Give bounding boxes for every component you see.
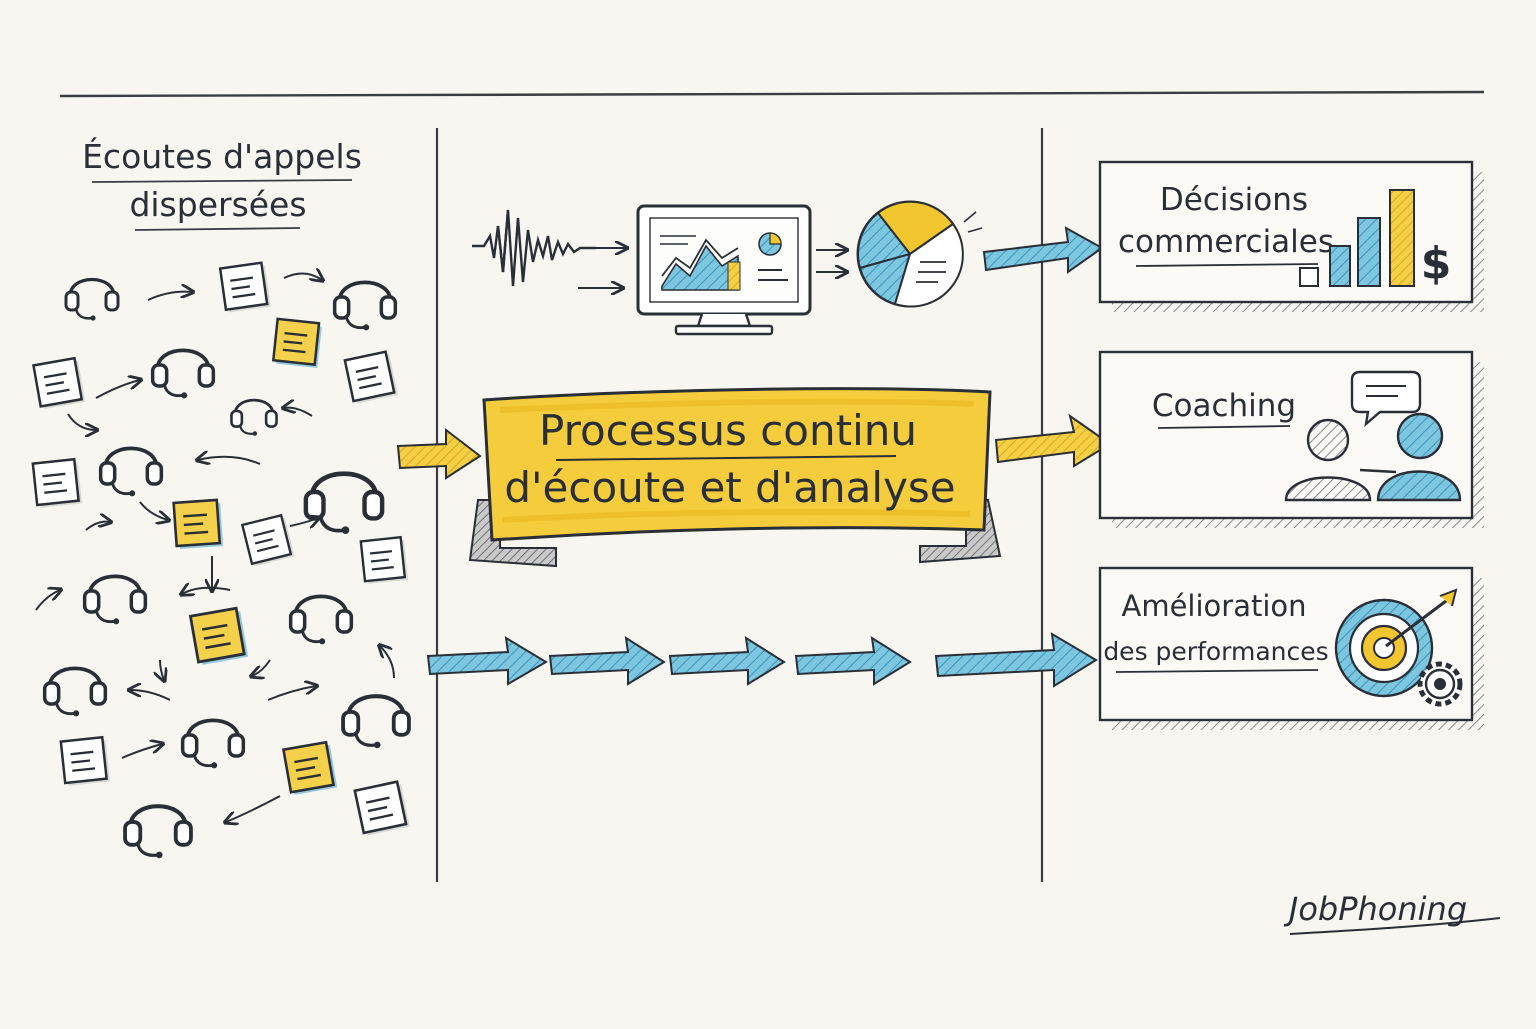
headset-icon	[64, 277, 120, 322]
headset-icon	[180, 718, 246, 770]
note-icon	[218, 261, 272, 315]
pie-chart-icon	[856, 200, 983, 308]
headset-icon	[343, 696, 409, 748]
headset-icon	[150, 348, 216, 400]
waveform-icon	[472, 209, 596, 287]
amelioration-line2: des performances	[1103, 637, 1328, 666]
bar-chart-icon	[1299, 189, 1415, 287]
gear-icon	[1417, 661, 1463, 707]
note-icon	[282, 740, 339, 797]
dollar-icon: $	[1421, 238, 1452, 289]
amelioration-line1: Amélioration	[1121, 589, 1306, 623]
coaching-label: Coaching	[1152, 388, 1296, 424]
note-icon	[31, 457, 84, 510]
process-banner: Processus continu d'écoute et d'analyse	[468, 387, 1002, 568]
headset-icon	[230, 398, 278, 437]
monitor-icon	[636, 204, 812, 336]
decisions-line1: Décisions	[1160, 182, 1308, 218]
note-icon	[188, 606, 250, 667]
target-icon	[1334, 588, 1458, 698]
headset-icon	[332, 280, 398, 332]
headset-icon	[306, 474, 382, 534]
box-amelioration: Amélioration des performances	[1098, 566, 1484, 730]
left-title-line2: dispersées	[129, 185, 306, 224]
banner-line1: Processus continu	[539, 406, 917, 455]
note-icon	[353, 779, 412, 838]
box-decisions: Décisions commerciales $	[1098, 160, 1484, 312]
note-icon	[172, 498, 225, 551]
notes-cluster	[31, 261, 412, 838]
headset-icon	[288, 594, 354, 646]
brand-logo: JobPhoning	[1283, 890, 1467, 928]
top-rule	[59, 90, 1485, 98]
people-icon	[1284, 412, 1462, 502]
brand-signature: JobPhoning	[1283, 890, 1501, 935]
arrow-into-banner	[396, 427, 482, 480]
arrow-to-coaching	[994, 413, 1112, 468]
left-title-line1: Écoutes d'appels	[82, 136, 362, 176]
box-coaching: Coaching	[1098, 350, 1484, 528]
note-icon	[32, 356, 87, 411]
speech-bubble-icon	[1350, 370, 1422, 428]
left-title: Écoutes d'appels dispersées	[82, 136, 362, 231]
headset-icon	[98, 446, 164, 498]
arrows-to-amelioration	[426, 632, 1098, 688]
note-icon	[241, 513, 296, 568]
arrow-to-decisions	[982, 226, 1104, 274]
headset-icon	[125, 806, 191, 858]
note-icon	[271, 317, 324, 370]
note-icon	[359, 535, 410, 586]
decisions-line2: commerciales	[1118, 224, 1334, 260]
note-icon	[59, 735, 112, 788]
scatter-arrows	[35, 273, 395, 822]
analysis-pipeline	[472, 200, 983, 336]
headset-icon	[82, 574, 148, 626]
note-icon	[343, 349, 400, 406]
banner-line2: d'écoute et d'analyse	[504, 463, 955, 512]
headset-icon	[42, 666, 108, 718]
